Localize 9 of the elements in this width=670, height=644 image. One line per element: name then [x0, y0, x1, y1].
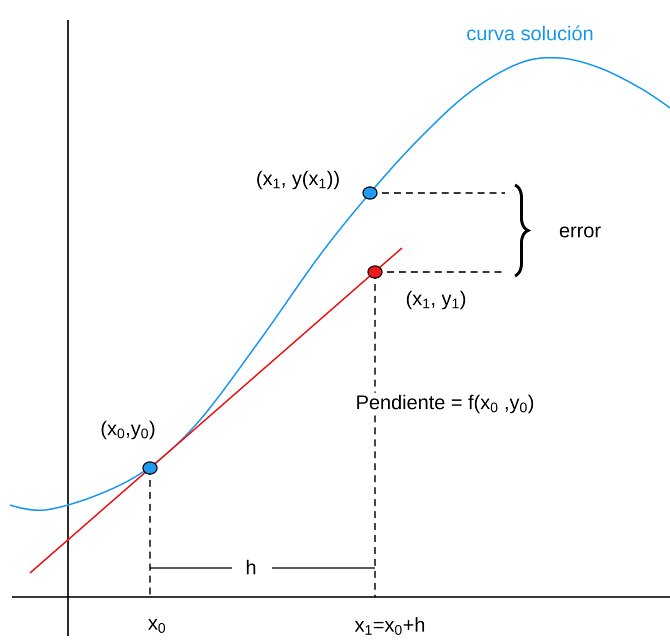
- label: x$_{1}$=x$_{0}$+h: [354, 617, 424, 635]
- label: h: [246, 560, 256, 574]
- label: error: [560, 226, 601, 238]
- label: (x$_{1}$, y(x$_{1}$)): [257, 170, 339, 190]
- label: (x$_{0}$,y$_{0}$): [102, 420, 154, 440]
- label: Pendiente = f(x$_{0}$ ,y$_{0}$): [354, 392, 536, 416]
- label: curva solución: [467, 26, 592, 40]
- label: x$_{0}$: [148, 619, 166, 633]
- label: (x$_{1}$, y$_{1}$): [406, 290, 466, 310]
